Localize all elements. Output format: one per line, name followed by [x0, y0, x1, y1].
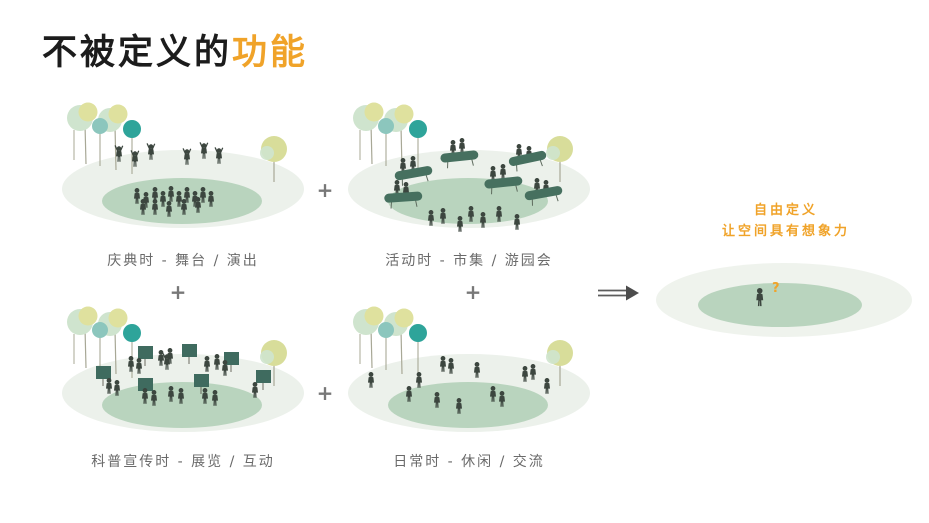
plus-icon: + [169, 280, 187, 304]
market-scene-illustration [348, 101, 590, 232]
exhibition-scene-illustration [62, 305, 304, 432]
result-scene-illustration: ? [656, 263, 912, 337]
scene-caption-market: 活动时 - 市集 / 游园会 [385, 253, 553, 269]
plus-icon: + [316, 178, 334, 202]
inner-lawn-ellipse [388, 178, 548, 224]
question-mark: ? [772, 281, 780, 296]
plus-icon: + [464, 280, 482, 304]
scene-caption-exhibition: 科普宣传时 - 展览 / 互动 [91, 454, 275, 470]
scene-caption-daily: 日常时 - 休闲 / 交流 [393, 454, 545, 470]
daily-scene-illustration [348, 305, 590, 432]
title-highlight: 功能 [232, 33, 309, 73]
plus-icon: + [316, 381, 334, 405]
celebration-scene-illustration [62, 101, 304, 228]
page-title: 不被定义的功能 [42, 24, 308, 75]
arrow-right-icon [598, 285, 639, 301]
scene-caption-celebration: 庆典时 - 舞台 / 演出 [107, 253, 259, 269]
result-annotation: 自由定义 让空间具有想象力 [650, 200, 922, 242]
title-prefix: 不被定义的 [42, 33, 233, 73]
result-annotation-line2: 让空间具有想象力 [721, 224, 850, 239]
inner-lawn-ellipse [102, 382, 262, 428]
inner-lawn-ellipse [698, 283, 862, 327]
result-annotation-line1: 自由定义 [753, 203, 818, 218]
inner-lawn-ellipse [388, 382, 548, 428]
